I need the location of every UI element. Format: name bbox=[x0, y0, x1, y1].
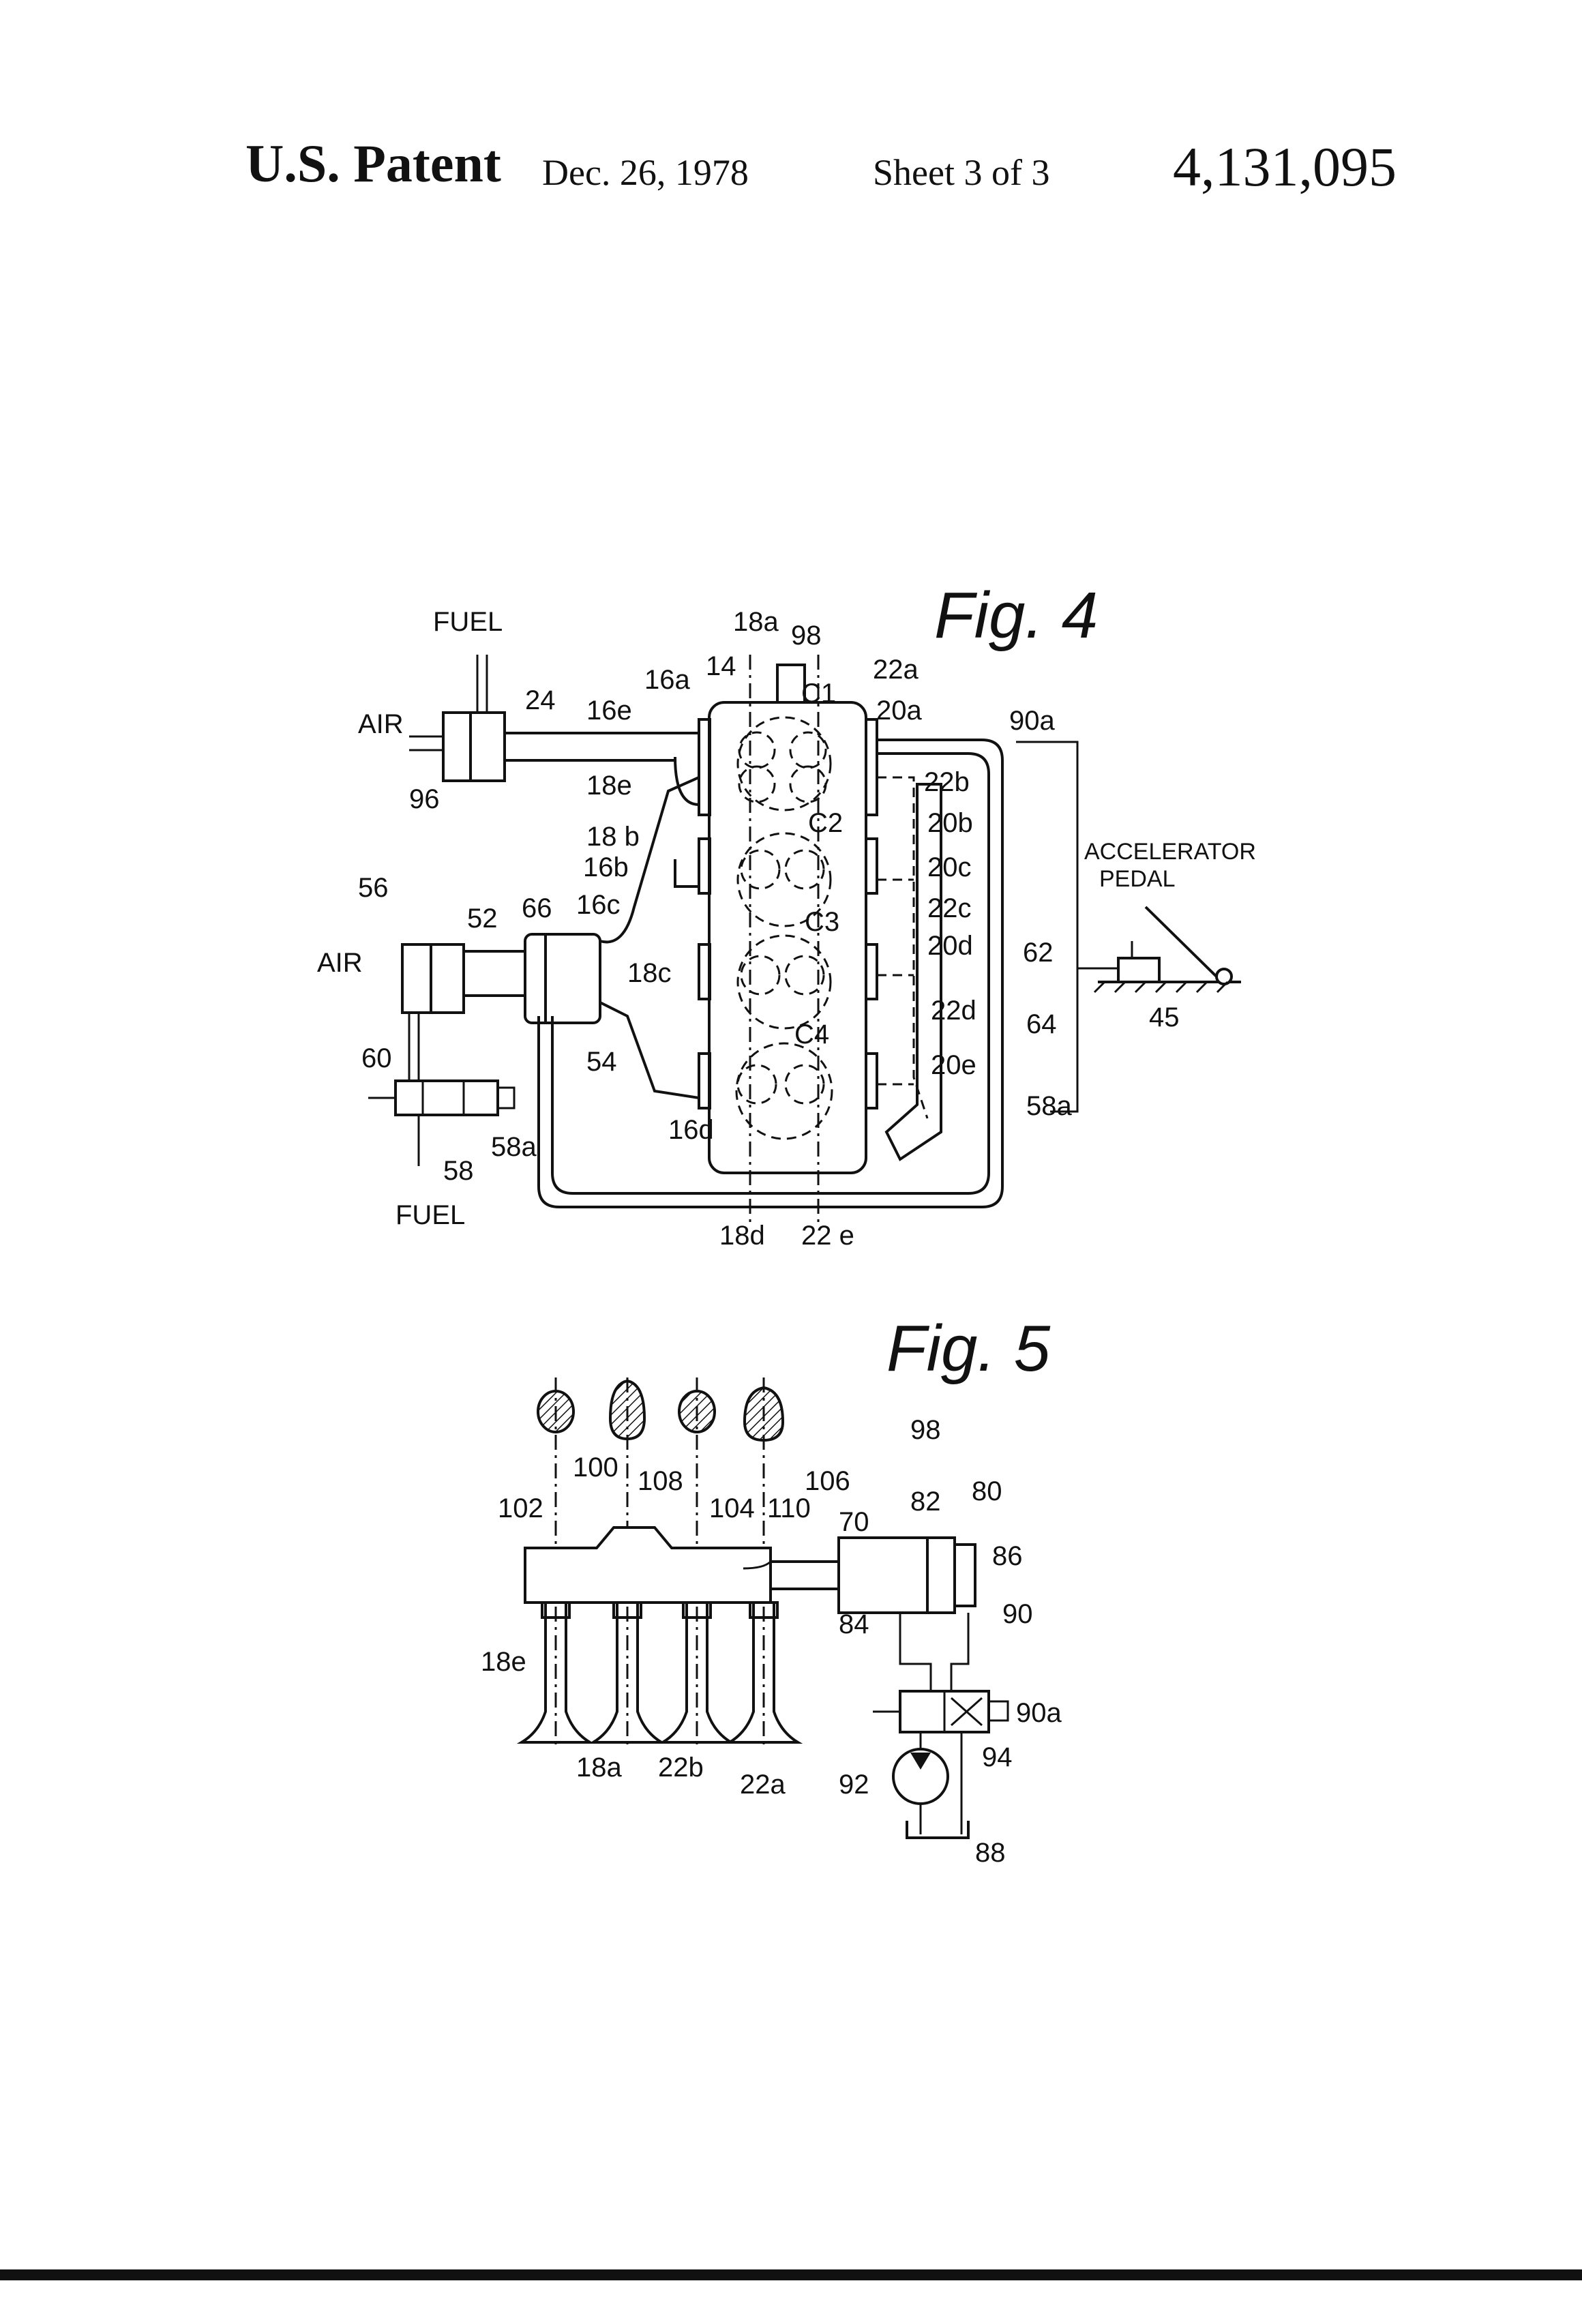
label-c2: C2 bbox=[808, 808, 843, 838]
label-66: 66 bbox=[522, 893, 552, 923]
label-108: 108 bbox=[638, 1466, 683, 1496]
label-air-top: AIR bbox=[358, 709, 404, 739]
label-20e: 20e bbox=[931, 1050, 976, 1080]
label-92: 92 bbox=[839, 1770, 869, 1800]
label-90a: 90a bbox=[1016, 1698, 1062, 1728]
label-16c: 16c bbox=[576, 890, 621, 920]
figure-5: Fig. 5 bbox=[481, 1312, 1062, 1868]
hydraulic-line-86 bbox=[951, 1613, 968, 1691]
engine-block bbox=[709, 702, 866, 1173]
accelerator-pedal bbox=[1146, 907, 1221, 981]
label-c3: C3 bbox=[805, 907, 839, 937]
label-fuel-bottom: FUEL bbox=[395, 1200, 465, 1230]
exhaust-manifold bbox=[877, 777, 927, 1118]
label-58a-left: 58a bbox=[491, 1132, 537, 1162]
valve-58 bbox=[395, 1081, 498, 1115]
valves bbox=[522, 1603, 798, 1742]
label-22b: 22b bbox=[924, 767, 970, 797]
label-82: 82 bbox=[910, 1487, 941, 1517]
signal-line-90a bbox=[1016, 742, 1077, 968]
label-22a: 22a bbox=[873, 655, 919, 685]
label-accelerator: ACCELERATOR bbox=[1084, 839, 1256, 865]
hydraulic-line-84 bbox=[900, 1613, 931, 1691]
intake-ports bbox=[675, 719, 710, 1108]
label-pedal: PEDAL bbox=[1099, 866, 1176, 892]
hydraulic-cylinder-80 bbox=[839, 1538, 955, 1613]
label-90: 90 bbox=[1002, 1599, 1033, 1629]
pipe-62 bbox=[552, 754, 989, 1193]
label-58a-right: 58a bbox=[1026, 1091, 1072, 1121]
label-102: 102 bbox=[498, 1493, 543, 1523]
label-22a: 22a bbox=[740, 1770, 786, 1800]
label-60: 60 bbox=[361, 1043, 392, 1073]
label-16b: 16b bbox=[583, 852, 629, 882]
label-c4: C4 bbox=[794, 1019, 829, 1049]
label-22d: 22d bbox=[931, 996, 976, 1026]
label-18b: 18 b bbox=[586, 822, 640, 852]
label-86: 86 bbox=[992, 1541, 1023, 1571]
label-18a: 18a bbox=[733, 607, 779, 637]
label-air-left: AIR bbox=[317, 948, 363, 978]
bottom-rule bbox=[0, 2269, 1582, 2280]
label-24: 24 bbox=[525, 685, 556, 715]
label-18d: 18d bbox=[719, 1221, 765, 1251]
label-22c: 22c bbox=[927, 893, 972, 923]
label-98: 98 bbox=[791, 621, 822, 651]
label-90a: 90a bbox=[1009, 706, 1055, 736]
label-20d: 20d bbox=[927, 931, 973, 961]
label-16a: 16a bbox=[644, 665, 690, 695]
label-14: 14 bbox=[706, 651, 736, 681]
label-106: 106 bbox=[805, 1466, 850, 1496]
figure-4: Fig. 4 bbox=[317, 579, 1256, 1251]
label-fuel-top: FUEL bbox=[433, 607, 503, 637]
fig4-title: Fig. 4 bbox=[934, 579, 1098, 652]
label-80: 80 bbox=[972, 1476, 1002, 1506]
label-22b: 22b bbox=[658, 1753, 704, 1783]
label-64: 64 bbox=[1026, 1009, 1057, 1039]
label-16d: 16d bbox=[668, 1115, 714, 1145]
label-54: 54 bbox=[586, 1047, 617, 1077]
label-c1: C1 bbox=[801, 679, 836, 709]
carburetor-56 bbox=[402, 944, 464, 1013]
label-52: 52 bbox=[467, 904, 498, 934]
label-20a: 20a bbox=[876, 696, 922, 726]
label-84: 84 bbox=[839, 1609, 869, 1639]
label-18c: 18c bbox=[627, 958, 672, 988]
label-110: 110 bbox=[767, 1493, 811, 1523]
label-94: 94 bbox=[982, 1742, 1013, 1772]
carburetor-96 bbox=[443, 713, 505, 781]
label-104: 104 bbox=[709, 1493, 755, 1523]
label-58: 58 bbox=[443, 1156, 474, 1186]
label-62: 62 bbox=[1023, 938, 1054, 968]
pedal-switch-45 bbox=[1118, 958, 1159, 982]
label-22e: 22 e bbox=[801, 1221, 854, 1251]
tank-88 bbox=[907, 1821, 968, 1838]
fig5-labels: 98 100 108 102 104 110 106 70 82 80 86 8… bbox=[481, 1415, 1062, 1868]
rocker-shaft bbox=[525, 1528, 771, 1603]
label-56: 56 bbox=[358, 873, 389, 903]
label-70: 70 bbox=[839, 1507, 869, 1537]
label-18e: 18e bbox=[481, 1647, 526, 1677]
fig5-title: Fig. 5 bbox=[886, 1312, 1051, 1385]
label-18e: 18e bbox=[586, 771, 632, 801]
label-45: 45 bbox=[1149, 1002, 1180, 1032]
label-16e: 16e bbox=[586, 696, 632, 726]
label-20b: 20b bbox=[927, 808, 973, 838]
valve-66 bbox=[525, 934, 600, 1023]
exhaust-ports bbox=[866, 719, 877, 1108]
label-100: 100 bbox=[573, 1452, 618, 1483]
actuator-98 bbox=[777, 665, 805, 702]
label-18a: 18a bbox=[576, 1753, 622, 1783]
label-96: 96 bbox=[409, 784, 440, 814]
cap-86 bbox=[955, 1545, 975, 1606]
label-88: 88 bbox=[975, 1838, 1006, 1868]
label-98: 98 bbox=[910, 1415, 941, 1445]
label-20c: 20c bbox=[927, 852, 972, 882]
